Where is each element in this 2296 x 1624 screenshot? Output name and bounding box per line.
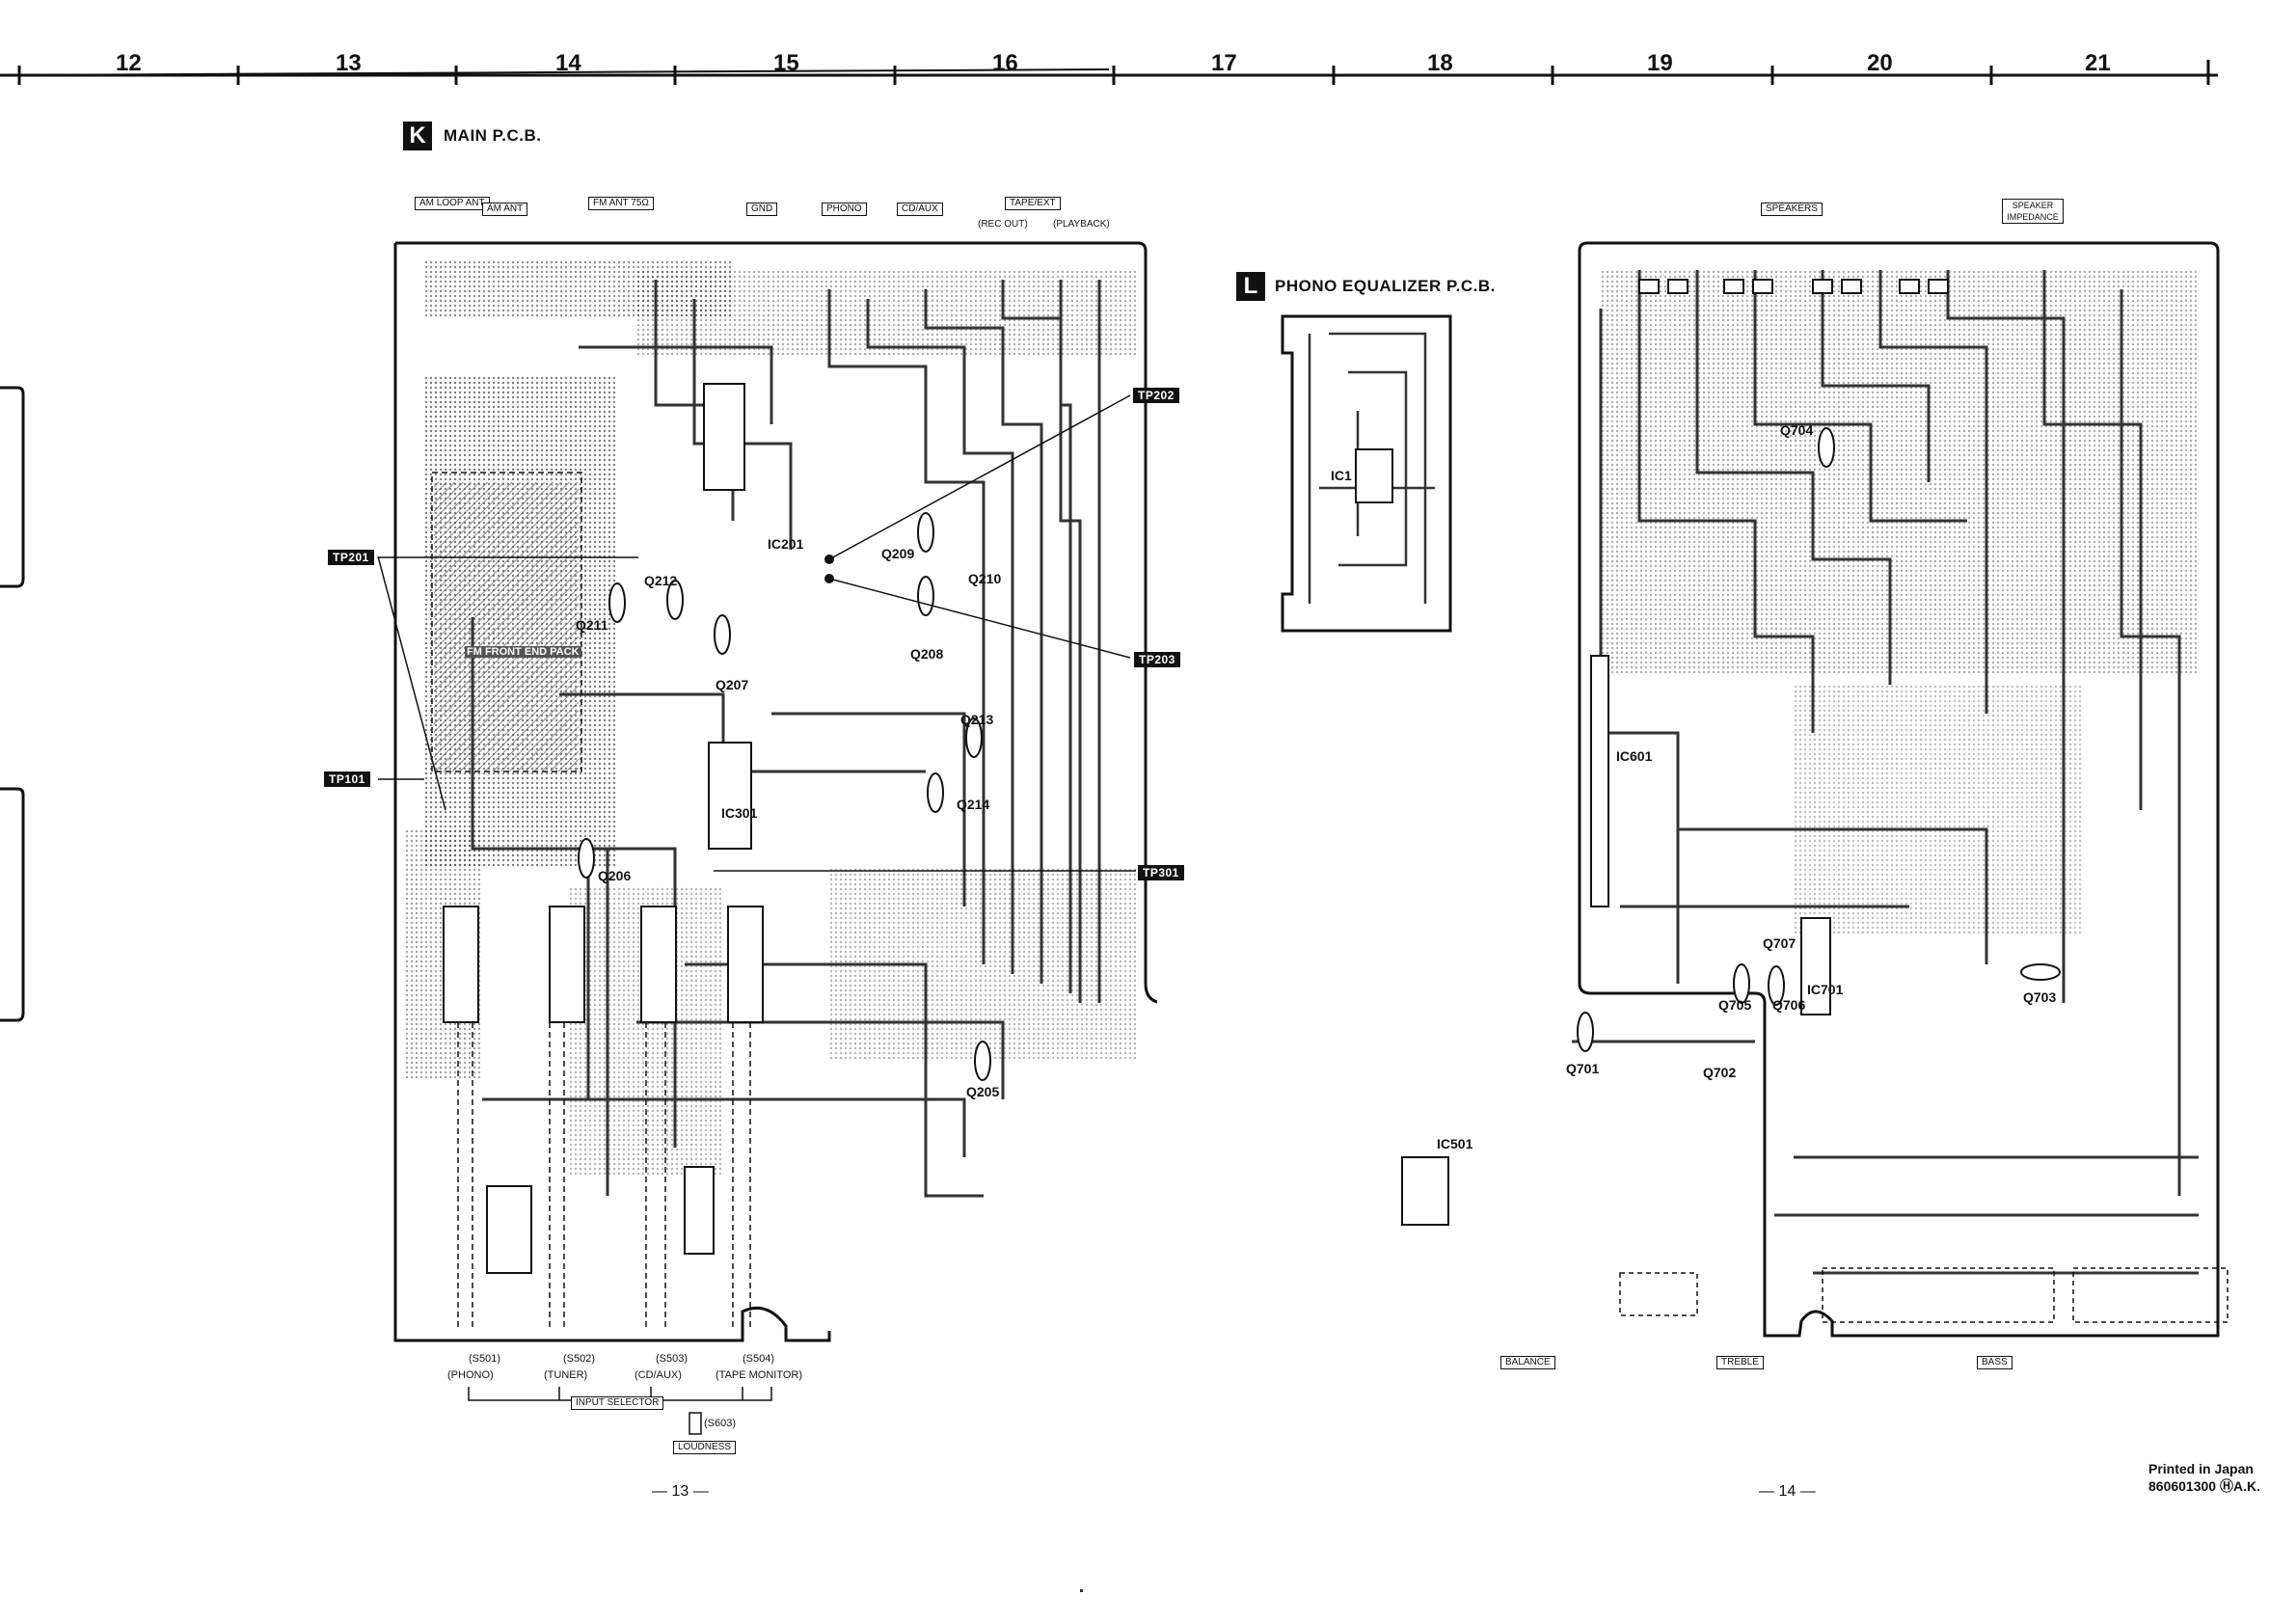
phono-pcb-board xyxy=(1281,314,1452,633)
part-ic201: IC201 xyxy=(768,536,804,552)
page-number-14: — 14 — xyxy=(1759,1483,1816,1500)
print-code: 860601300 ⒽA.K. xyxy=(2148,1478,2260,1494)
ruler-number: 21 xyxy=(2085,50,2111,76)
ruler-number: 15 xyxy=(773,50,799,76)
amp-pcb-board xyxy=(1572,241,2228,1338)
part-ic1: IC1 xyxy=(1331,468,1352,483)
test-point-tp202: TP202 xyxy=(1133,388,1179,403)
ruler-number: 16 xyxy=(992,50,1018,76)
fm-front-end-label: FM FRONT END PACK xyxy=(465,646,581,658)
part-q205: Q205 xyxy=(966,1084,1000,1099)
ruler-number: 13 xyxy=(336,50,362,76)
jack-am-ant: AM ANT xyxy=(482,203,528,216)
ic501-package xyxy=(1401,1156,1449,1226)
jack-fm-ant: FM ANT 75Ω xyxy=(588,197,654,210)
switch-name-cd-aux: (CD/AUX) xyxy=(635,1369,682,1381)
switch-ref-s503: (S503) xyxy=(656,1353,689,1365)
ruler-number: 14 xyxy=(555,50,581,76)
test-point-tp101: TP101 xyxy=(324,771,370,787)
switch-name-phono: (PHONO) xyxy=(447,1369,494,1381)
switch-ref-s502: (S502) xyxy=(563,1353,596,1365)
section-badge-k: K xyxy=(403,122,432,150)
switch-name-tape-monitor: (TAPE MONITOR) xyxy=(716,1369,803,1381)
part-ic301: IC301 xyxy=(721,805,758,821)
switch-ref-s504: (S504) xyxy=(743,1353,775,1365)
switch-ref-s603: (S603) xyxy=(704,1418,737,1429)
part-q701: Q701 xyxy=(1566,1061,1600,1076)
part-ic701: IC701 xyxy=(1807,982,1844,997)
part-ic601: IC601 xyxy=(1616,748,1653,764)
loudness-switch-symbol xyxy=(689,1412,702,1435)
part-q208: Q208 xyxy=(910,646,944,662)
label-rec-out: (REC OUT) xyxy=(978,219,1028,230)
part-q207: Q207 xyxy=(716,677,749,692)
switch-name-tuner: (TUNER) xyxy=(544,1369,588,1381)
part-q705: Q705 xyxy=(1718,997,1752,1013)
loudness-label: LOUDNESS xyxy=(673,1441,737,1454)
control-balance: BALANCE xyxy=(1500,1356,1555,1369)
part-q707: Q707 xyxy=(1763,935,1796,951)
printed-in-japan: Printed in Japan xyxy=(2148,1461,2254,1476)
part-ic501: IC501 xyxy=(1437,1136,1473,1151)
jack-tape-ext: TAPE/EXT xyxy=(1005,197,1061,210)
switch-ref-s501: (S501) xyxy=(469,1353,501,1365)
part-q212: Q212 xyxy=(644,573,678,588)
ruler-number: 19 xyxy=(1647,50,1673,76)
ruler-number: 17 xyxy=(1211,50,1237,76)
jack-gnd: GND xyxy=(746,203,778,216)
phono-pcb-title: PHONO EQUALIZER P.C.B. xyxy=(1275,277,1496,295)
part-q703: Q703 xyxy=(2023,989,2057,1005)
stray-mark xyxy=(1080,1589,1083,1592)
part-q210: Q210 xyxy=(968,571,1002,586)
label-playback: (PLAYBACK) xyxy=(1053,219,1110,230)
test-point-tp203: TP203 xyxy=(1134,652,1180,667)
main-pcb-title: MAIN P.C.B. xyxy=(444,126,542,145)
control-treble: TREBLE xyxy=(1716,1356,1764,1369)
part-q706: Q706 xyxy=(1772,997,1806,1013)
ruler-number: 18 xyxy=(1427,50,1453,76)
page-number-13: — 13 — xyxy=(652,1483,709,1500)
part-q211: Q211 xyxy=(576,617,608,633)
test-point-tp201: TP201 xyxy=(328,550,374,565)
jack-phono: PHONO xyxy=(822,203,867,216)
page-ruler xyxy=(0,60,2218,85)
jack-cd-aux: CD/AUX xyxy=(897,203,943,216)
test-point-tp301: TP301 xyxy=(1138,865,1184,880)
label-speakers: SPEAKERS xyxy=(1761,203,1823,216)
part-q209: Q209 xyxy=(881,546,915,561)
ruler-number: 20 xyxy=(1867,50,1893,76)
section-badge-l: L xyxy=(1236,272,1265,301)
part-q213: Q213 xyxy=(960,712,994,727)
label-speaker-impedance: SPEAKER IMPEDANCE xyxy=(2002,199,2064,224)
ruler-number: 12 xyxy=(116,50,142,76)
part-q704: Q704 xyxy=(1780,422,1814,438)
part-q214: Q214 xyxy=(957,797,990,812)
input-selector-label: INPUT SELECTOR xyxy=(571,1396,664,1410)
part-q206: Q206 xyxy=(598,868,632,883)
main-pcb-board xyxy=(393,241,1157,1342)
control-bass: BASS xyxy=(1977,1356,2012,1369)
part-q702: Q702 xyxy=(1703,1065,1737,1080)
left-edge-board-fragments xyxy=(0,386,25,1022)
